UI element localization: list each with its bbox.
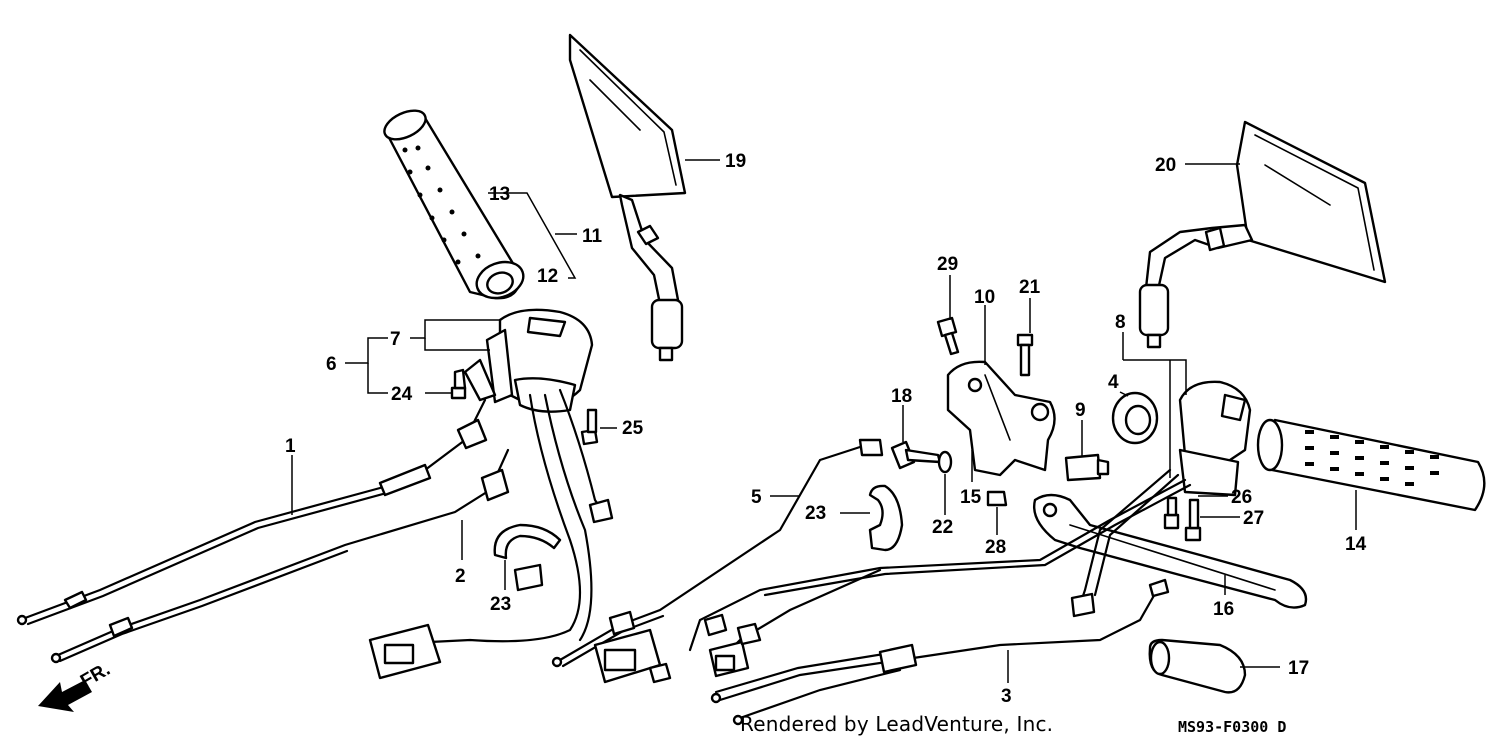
callout-23-right: 23 bbox=[805, 503, 826, 524]
right-housing-wiring bbox=[368, 388, 614, 680]
callout-12: 12 bbox=[537, 266, 558, 287]
callout-29: 29 bbox=[937, 254, 958, 275]
callout-3: 3 bbox=[1001, 686, 1012, 707]
callout-19: 19 bbox=[725, 151, 746, 172]
front-direction-arrow: FR. bbox=[38, 659, 114, 712]
diagram-code-suffix: D bbox=[1277, 718, 1287, 736]
callout-17: 17 bbox=[1288, 658, 1309, 679]
callout-8: 8 bbox=[1115, 312, 1126, 333]
callout-25: 25 bbox=[622, 418, 644, 439]
callout-5: 5 bbox=[751, 487, 762, 508]
callout-11: 11 bbox=[582, 226, 603, 247]
callout-13: 13 bbox=[489, 184, 510, 205]
mirror-right bbox=[1138, 120, 1387, 349]
left-housing-wiring bbox=[593, 468, 1192, 684]
callout-18: 18 bbox=[891, 386, 912, 407]
callout-6: 6 bbox=[326, 354, 337, 375]
mirror-left bbox=[568, 33, 687, 362]
throttle-grip bbox=[383, 109, 525, 300]
left-switch-housing bbox=[1111, 380, 1252, 497]
switch-cable bbox=[710, 578, 1170, 726]
clutch-cable bbox=[551, 438, 884, 668]
callout-7: 7 bbox=[390, 329, 401, 350]
callout-4: 4 bbox=[1108, 372, 1119, 393]
callout-24: 24 bbox=[391, 384, 413, 405]
callout-9: 9 bbox=[1075, 400, 1086, 421]
clutch-lever bbox=[1033, 493, 1308, 609]
callout-14: 14 bbox=[1345, 534, 1367, 555]
callout-2: 2 bbox=[455, 566, 466, 587]
callout-10: 10 bbox=[974, 287, 995, 308]
small-parts bbox=[450, 316, 1247, 694]
throttle-cables bbox=[16, 398, 510, 664]
right-switch-housing bbox=[463, 308, 594, 413]
callout-15: 15 bbox=[960, 487, 982, 508]
leader-lines bbox=[291, 159, 1357, 683]
callout-27: 27 bbox=[1243, 508, 1264, 529]
callout-16: 16 bbox=[1213, 599, 1234, 620]
callout-1: 1 bbox=[285, 436, 296, 457]
cable-band-left bbox=[493, 523, 562, 592]
render-credit: Rendered by LeadVenture, Inc. bbox=[740, 712, 1054, 736]
left-grip bbox=[1256, 418, 1486, 512]
callout-numbers: 1 2 3 4 5 6 7 8 9 10 11 12 13 14 15 16 1… bbox=[285, 151, 1367, 707]
callout-26: 26 bbox=[1231, 487, 1252, 508]
diagram-code: MS93-F0300 D bbox=[1178, 718, 1286, 736]
lever-bracket bbox=[946, 360, 1056, 477]
cable-band-right bbox=[868, 484, 904, 552]
callout-28: 28 bbox=[985, 537, 1006, 558]
callout-23-left: 23 bbox=[490, 594, 511, 615]
callout-22: 22 bbox=[932, 517, 953, 538]
callout-21: 21 bbox=[1019, 277, 1041, 298]
callout-20: 20 bbox=[1155, 155, 1176, 176]
diagram-code-main: MS93-F0300 bbox=[1178, 718, 1269, 736]
